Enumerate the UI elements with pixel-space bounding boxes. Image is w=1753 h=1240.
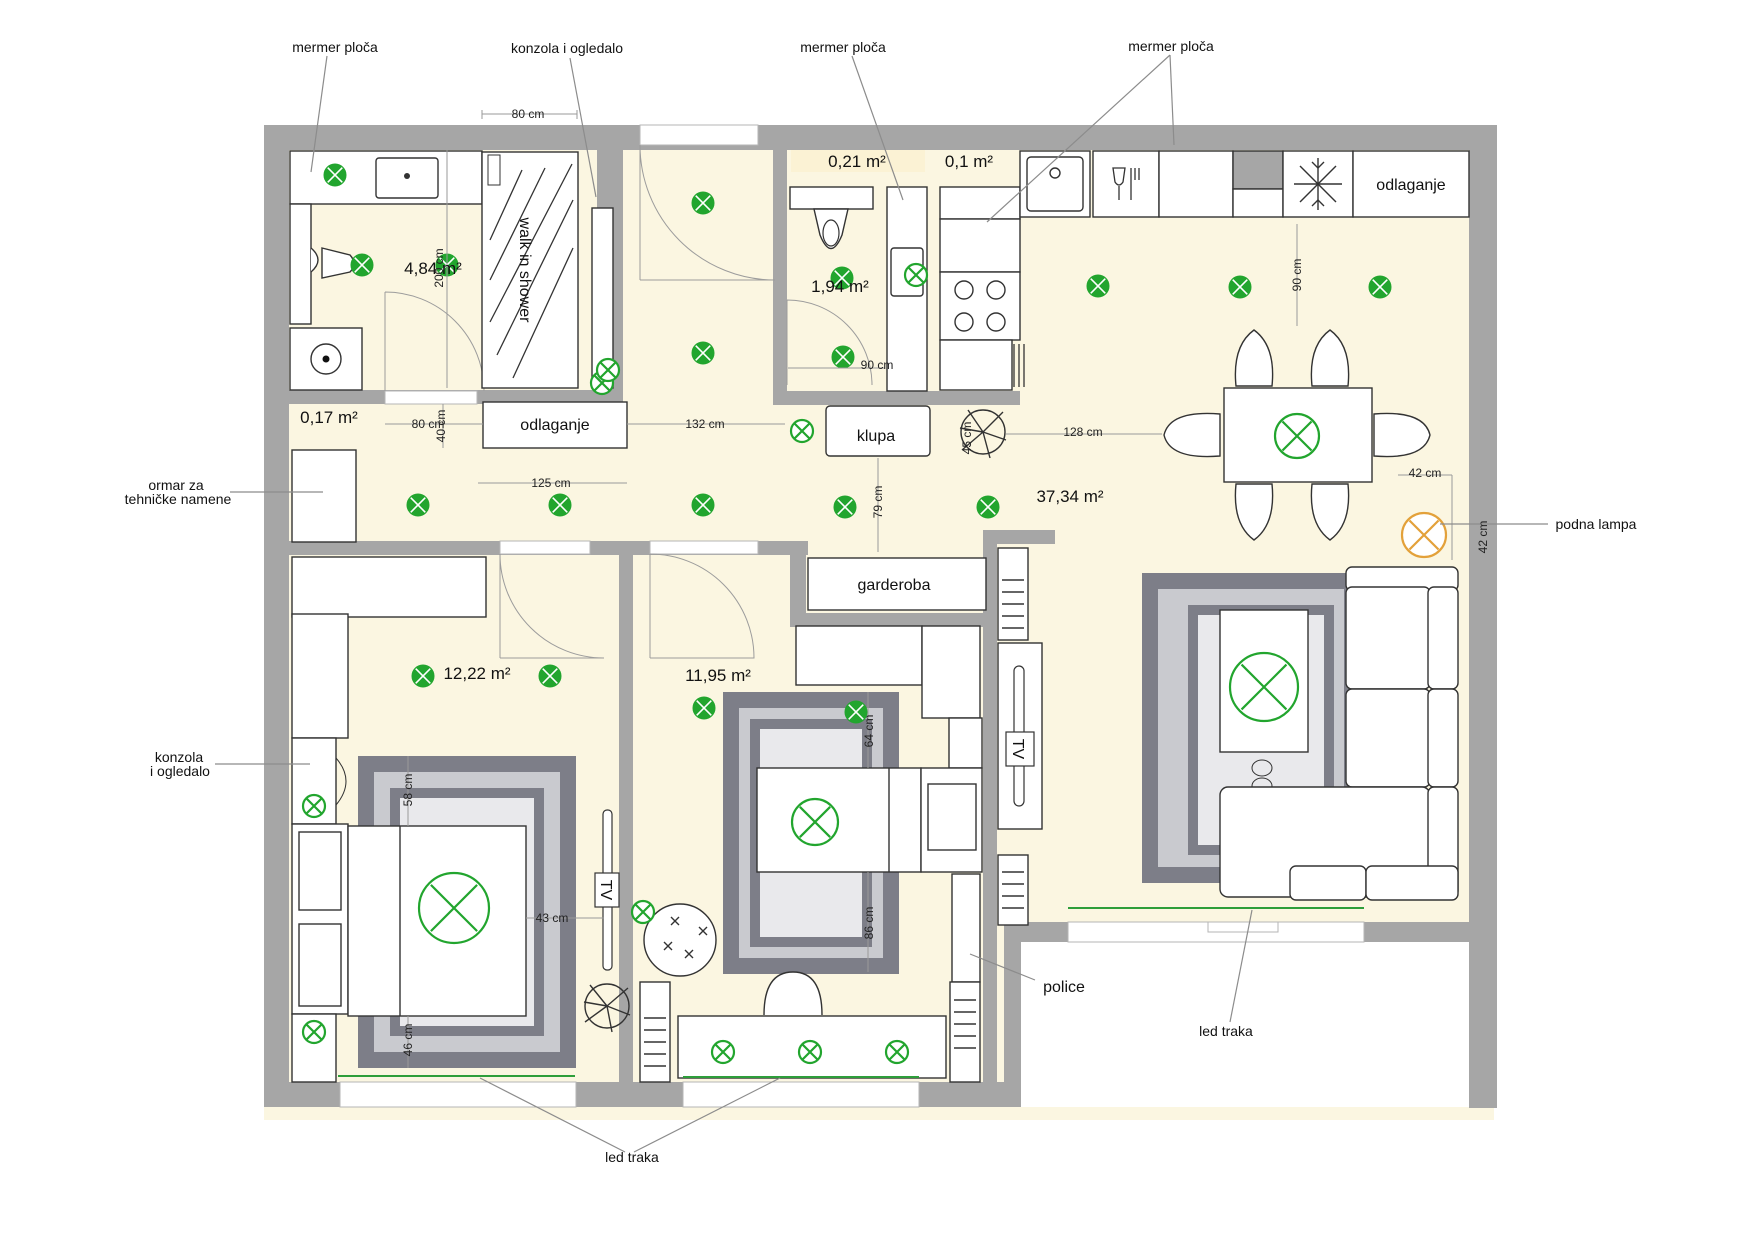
label-podna-lampa: podna lampa (1556, 516, 1637, 532)
spot-light-icon (406, 493, 430, 517)
area-storage-small: 0,17 m² (300, 408, 358, 427)
spot-light-icon (1228, 275, 1252, 299)
wall-light-icon (710, 1039, 736, 1065)
svg-text:200 cm: 200 cm (432, 248, 446, 287)
svg-text:58 cm: 58 cm (401, 774, 415, 807)
label-garderoba: garderoba (858, 577, 931, 594)
svg-text:132 cm: 132 cm (685, 417, 724, 431)
svg-text:42 cm: 42 cm (1409, 466, 1442, 480)
wall-light-icon (789, 418, 815, 444)
spot-light-icon (691, 341, 715, 365)
svg-text:45 cm: 45 cm (960, 422, 974, 455)
bathroom-furniture (289, 150, 628, 449)
wc-furniture (789, 150, 928, 392)
wall-light-icon (595, 357, 621, 383)
bedroom2-furniture (639, 625, 983, 1083)
svg-text:79 cm: 79 cm (871, 486, 885, 519)
svg-text:64 cm: 64 cm (862, 715, 876, 748)
area-counter-1: 0,21 m² (828, 152, 886, 171)
tv-label-living: TV (1005, 731, 1035, 767)
ceiling-light-icon (790, 797, 840, 847)
shelves (644, 547, 1029, 1067)
ceiling-light-icon (1273, 412, 1321, 460)
snowflake-icon (1294, 158, 1342, 210)
label-mermer-1: mermer ploča (292, 39, 378, 55)
cutlery-icon (1112, 167, 1140, 200)
area-bathroom: 4,84 m² (404, 259, 462, 278)
wall-light-icon (903, 262, 929, 288)
floor-lamp-icon (1400, 511, 1448, 559)
spot-light-icon (1368, 275, 1392, 299)
svg-text:90 cm: 90 cm (861, 358, 894, 372)
tv-label-bedroom1: TV (594, 872, 620, 908)
spot-light-icon (833, 495, 857, 519)
led-strips (338, 907, 1364, 1078)
svg-text:86 cm: 86 cm (862, 907, 876, 940)
spot-light-icon (538, 664, 562, 688)
svg-text:80 cm: 80 cm (412, 417, 445, 431)
wall-light-icon (301, 793, 327, 819)
leader-lines (215, 54, 1548, 1153)
plant-icon (959, 409, 1007, 459)
svg-text:125 cm: 125 cm (531, 476, 570, 490)
dimension-lines (385, 110, 1453, 1068)
ceiling-light-icon (1228, 651, 1300, 723)
label-mermer-3: mermer ploča (1128, 38, 1214, 54)
wall-light-icon (884, 1039, 910, 1065)
ceiling-light-icon (417, 871, 491, 945)
label-mermer-2: mermer ploča (800, 39, 886, 55)
lights (301, 163, 1448, 1065)
wall-light-icon (797, 1039, 823, 1065)
svg-text:TV: TV (1009, 739, 1026, 760)
label-konzola-top: konzola i ogledalo (511, 40, 623, 56)
label-klupa: klupa (857, 428, 895, 445)
svg-text:80 cm: 80 cm (512, 107, 545, 121)
room-area-labels: 4,84 m² 1,94 m² 37,34 m² 12,22 m² 11,95 … (300, 152, 1104, 685)
spot-light-icon (691, 191, 715, 215)
spot-light-icon (830, 266, 854, 290)
spot-light-icon (323, 163, 347, 187)
furniture-labels: odlaganje odlaganje klupa garderoba walk… (516, 177, 1446, 908)
label-ormar-1: ormar za (148, 477, 203, 493)
area-counter-2: 0,1 m² (945, 152, 994, 171)
svg-text:46 cm: 46 cm (401, 1024, 415, 1057)
spot-light-icon (1086, 274, 1110, 298)
spot-light-icon (411, 664, 435, 688)
callout-labels: mermer ploča konzola i ogledalo mermer p… (125, 38, 1637, 1165)
spot-light-icon (548, 493, 572, 517)
svg-text:43 cm: 43 cm (536, 911, 569, 925)
label-led-traka-right: led traka (1199, 1023, 1253, 1039)
area-bedroom1: 12,22 m² (443, 664, 510, 683)
label-shower: walk in shower (516, 217, 533, 324)
area-toilet: 1,94 m² (811, 277, 869, 296)
label-konzola-left-1: konzola (155, 749, 203, 765)
label-led-traka-bottom: led traka (605, 1149, 659, 1165)
spot-light-icon (844, 700, 868, 724)
label-odlaganje-hall: odlaganje (520, 417, 590, 434)
windows (339, 124, 1365, 1108)
plant-icon (583, 983, 631, 1033)
spot-light-icon (350, 253, 374, 277)
area-living: 37,34 m² (1036, 487, 1103, 506)
spot-light-icon (692, 696, 716, 720)
spot-light-icon (691, 493, 715, 517)
svg-text:128 cm: 128 cm (1063, 425, 1102, 439)
wall-light-icon (630, 899, 656, 925)
area-bedroom2: 11,95 m² (685, 666, 751, 685)
wall-light-icon (301, 1019, 327, 1045)
svg-text:40 cm: 40 cm (434, 410, 448, 443)
label-ormar-2: tehničke namene (125, 491, 232, 507)
svg-text:42 cm: 42 cm (1476, 521, 1490, 554)
label-police: police (1043, 979, 1085, 996)
kitchen-furniture (939, 150, 1470, 391)
label-odlaganje-kitchen: odlaganje (1376, 177, 1446, 194)
dimension-labels: 80 cm 200 cm 80 cm 40 cm 125 cm 132 cm 9… (401, 107, 1490, 1056)
spot-light-icon (976, 495, 1000, 519)
hall-furniture (291, 405, 987, 611)
spot-light-icon (831, 345, 855, 369)
svg-text:90 cm: 90 cm (1290, 259, 1304, 292)
svg-text:TV: TV (597, 880, 614, 901)
label-konzola-left-2: i ogledalo (150, 763, 210, 779)
